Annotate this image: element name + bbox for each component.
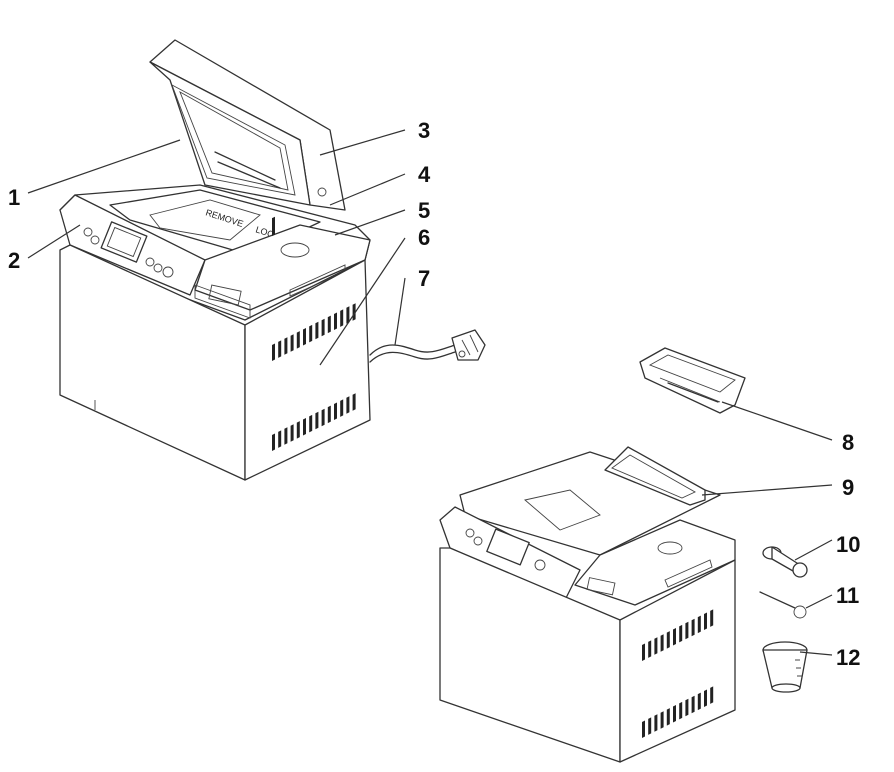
side-display xyxy=(208,284,242,306)
closed-vent-grille-top xyxy=(642,609,714,661)
closed-vent-grille-bottom xyxy=(642,686,714,738)
vent-slot xyxy=(284,337,288,355)
lid-window-closed xyxy=(524,489,601,531)
power-cord xyxy=(369,329,486,363)
vent-slot xyxy=(340,399,344,417)
vent-slot xyxy=(352,393,356,411)
vent-slot xyxy=(710,686,714,704)
baking-pan xyxy=(149,199,261,241)
callout-4: 4 xyxy=(418,162,431,187)
vent-slot xyxy=(290,424,294,442)
callout-5: 5 xyxy=(418,198,430,223)
part-12-measuring-cup xyxy=(762,641,808,693)
vent-grille-top xyxy=(272,303,356,361)
vent-slot xyxy=(352,303,356,321)
callout-3: 3 xyxy=(418,118,430,143)
vent-slot xyxy=(315,411,319,430)
callout-8: 8 xyxy=(842,430,854,455)
side-face xyxy=(244,259,371,481)
vent-slot xyxy=(278,340,282,358)
vent-slot xyxy=(704,612,707,630)
vent-slot xyxy=(654,637,658,655)
vent-slot xyxy=(691,695,695,714)
bread-maker-closed xyxy=(439,451,736,763)
callout-2: 2 xyxy=(8,248,20,273)
part-11-hook xyxy=(759,591,807,619)
vent-slot xyxy=(321,318,325,337)
vent-slot xyxy=(691,618,695,637)
vent-slot xyxy=(303,328,306,346)
lid-window xyxy=(171,84,296,196)
vent-slot xyxy=(321,408,325,427)
vent-slot xyxy=(284,427,288,445)
callout-10: 10 xyxy=(836,532,860,557)
vent-slot xyxy=(309,324,313,343)
vent-slot xyxy=(685,698,689,717)
power-plug xyxy=(451,329,486,361)
leader-lines xyxy=(27,129,833,656)
vent-slot xyxy=(346,306,350,324)
vent-slot xyxy=(666,631,670,649)
vent-slot xyxy=(660,634,664,652)
vent-slots-upper xyxy=(272,216,275,237)
callout-numbers: 1 2 3 4 5 6 7 8 9 10 11 12 xyxy=(8,118,860,670)
vent-slot xyxy=(685,621,689,640)
vent-slot xyxy=(309,414,313,433)
vent-slot xyxy=(303,418,306,436)
vent-slot xyxy=(290,334,294,352)
vent-slot xyxy=(648,717,652,735)
callout-11: 11 xyxy=(836,583,859,608)
vent-slot xyxy=(666,708,670,726)
part-8-dispenser xyxy=(639,347,746,414)
vent-slot xyxy=(315,321,319,340)
vent-slot xyxy=(697,692,701,711)
vent-slot xyxy=(642,720,645,738)
vent-slot xyxy=(327,405,331,424)
vent-slot xyxy=(327,315,331,334)
vent-slot xyxy=(334,312,337,330)
vent-slot xyxy=(642,643,645,661)
callout-1: 1 xyxy=(8,185,20,210)
panel-button xyxy=(83,227,93,237)
vent-slot xyxy=(660,711,664,729)
vent-slot xyxy=(679,624,683,643)
callout-7: 7 xyxy=(418,266,430,291)
vent-slot xyxy=(272,433,275,451)
vent-slot xyxy=(346,396,350,414)
callout-9: 9 xyxy=(842,475,854,500)
vent-slot xyxy=(648,640,652,658)
vent-slot xyxy=(272,343,275,361)
vent-slot xyxy=(296,331,300,349)
callout-12: 12 xyxy=(836,645,860,670)
vent-slot xyxy=(654,714,658,732)
closed-display xyxy=(486,528,530,566)
callout-6: 6 xyxy=(418,225,430,250)
steam-vent xyxy=(280,242,310,258)
vent-slot xyxy=(334,402,337,420)
part-10-kneading-paddle xyxy=(762,546,808,578)
closed-side-face xyxy=(619,559,736,763)
vent-grille-bottom xyxy=(272,393,356,451)
vent-slot xyxy=(710,609,714,627)
vent-slot xyxy=(679,701,683,720)
vent-slot xyxy=(296,421,300,439)
vent-slot xyxy=(704,689,707,707)
vent-slot xyxy=(278,430,282,448)
vent-slot xyxy=(673,705,676,723)
vent-slot xyxy=(673,628,676,646)
vent-slot xyxy=(340,309,344,327)
bread-maker-open: REMOVE LOC xyxy=(59,39,371,481)
vent-slot xyxy=(697,615,701,634)
